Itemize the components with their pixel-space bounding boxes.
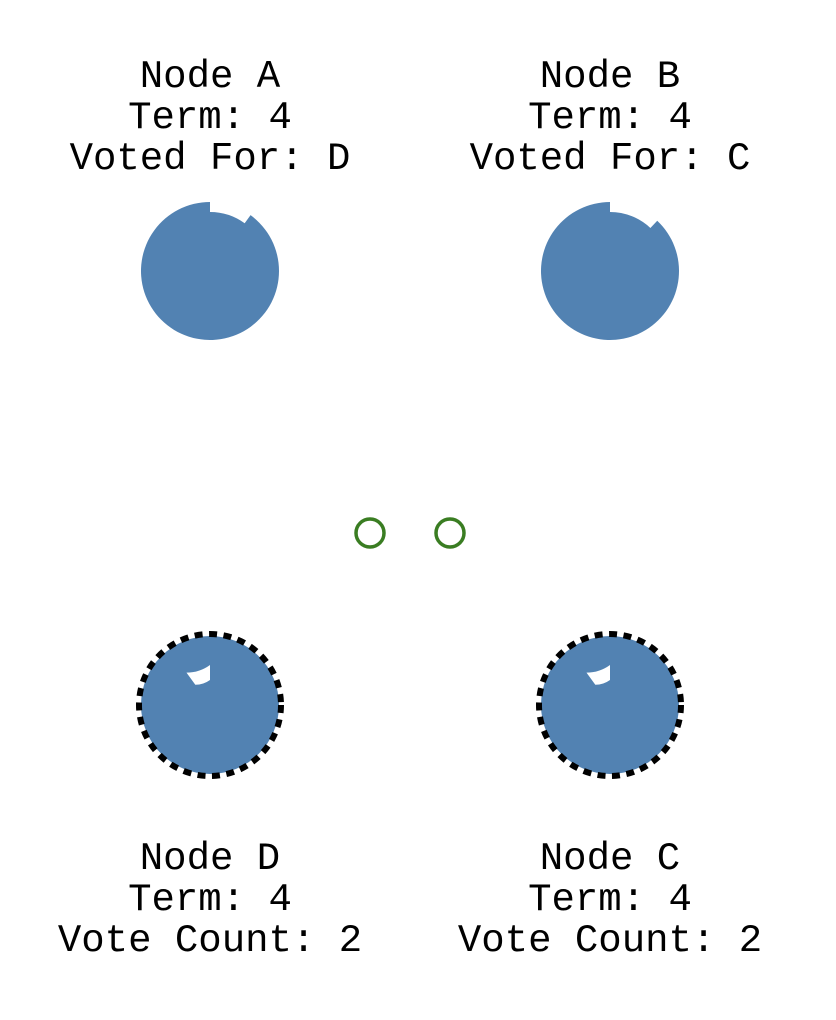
node-b-name: Node B (540, 55, 680, 99)
election-timer-arc (586, 665, 610, 685)
node-a-circle (141, 202, 279, 341)
node-b-voted-for: Voted For: C (470, 137, 751, 181)
node-d-circle (136, 631, 284, 779)
node-d-name: Node D (140, 837, 280, 881)
vote-request-message (434, 517, 466, 549)
node-c-term: Term: 4 (528, 878, 692, 922)
node-c-circle (536, 631, 684, 779)
node-body (141, 202, 279, 341)
node-b-term: Term: 4 (528, 96, 692, 140)
node-d-term: Term: 4 (128, 878, 292, 922)
node-a-term: Term: 4 (128, 96, 292, 140)
node-d-vote-count: Vote Count: 2 (58, 919, 362, 963)
node-c-vote-count: Vote Count: 2 (458, 919, 762, 963)
candidate-ring (536, 631, 684, 779)
candidate-ring (136, 631, 284, 779)
node-body (141, 636, 279, 774)
node-b[interactable]: Node B Term: 4 Voted For: C (470, 55, 751, 341)
node-d[interactable]: Node D Term: 4 Vote Count: 2 (58, 631, 362, 963)
node-body (541, 202, 679, 341)
vote-request-message (354, 517, 386, 549)
node-c-name: Node C (540, 837, 680, 881)
node-b-circle (541, 202, 679, 341)
node-a-voted-for: Voted For: D (70, 137, 351, 181)
node-a-name: Node A (140, 55, 281, 99)
election-timer-arc (186, 665, 210, 685)
node-a[interactable]: Node A Term: 4 Voted For: D (70, 55, 351, 341)
node-body (541, 636, 679, 774)
node-c[interactable]: Node C Term: 4 Vote Count: 2 (458, 631, 762, 963)
